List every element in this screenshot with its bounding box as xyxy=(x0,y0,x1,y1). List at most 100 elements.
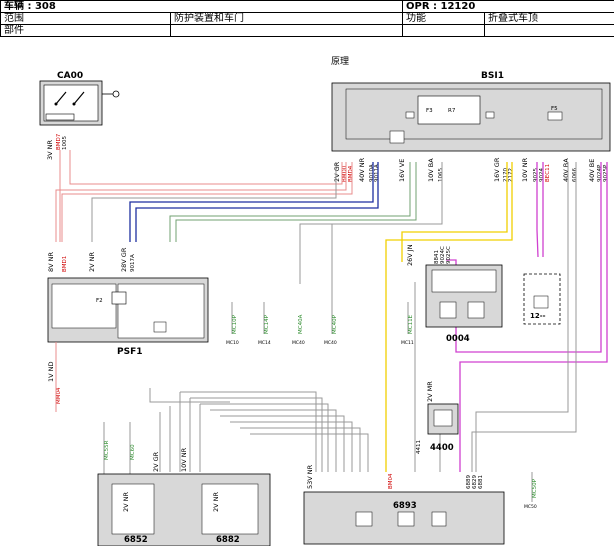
fuse-f3-label: F3 xyxy=(426,108,433,114)
unit-6882-label: 6882 xyxy=(216,535,240,545)
svg-text:MC10: MC10 xyxy=(226,340,239,346)
svg-text:MC60: MC60 xyxy=(130,444,136,460)
wire-9025: 9025 xyxy=(533,168,539,182)
ground-mc40a: MC40A MC40 xyxy=(292,314,305,346)
wire-9010a: 9010A xyxy=(369,164,375,182)
wire-9011a: 9011A xyxy=(374,164,380,182)
svg-text:MC14: MC14 xyxy=(258,340,271,346)
function-label: 功能 xyxy=(402,12,485,25)
wire-6881: 6881 xyxy=(478,475,484,489)
bsi1-box xyxy=(331,82,611,152)
fuse-f5-label: F5 xyxy=(551,106,558,112)
wire-8841: 8841 xyxy=(434,250,440,264)
scope-value: 防护装置和车门 xyxy=(170,12,403,25)
svg-text:MC50: MC50 xyxy=(524,504,537,510)
opr-value: 12120 xyxy=(440,1,476,12)
red-code-bmd7: BMD7 xyxy=(56,133,62,150)
header-table: 车辆 : 308 OPR : 12120 范围 防护装置和车门 功能 折叠式车顶… xyxy=(0,0,614,52)
red-code-bmd1: BMD1 xyxy=(62,256,68,272)
ground-mc40p: MC40P MC40 xyxy=(324,224,338,346)
svg-text:MC55R: MC55R xyxy=(104,440,110,460)
unit-6852-label: 6852 xyxy=(124,535,148,545)
ca00-switch xyxy=(39,80,120,126)
function-value: 折叠式车顶 xyxy=(484,12,614,25)
bsi-16vgr: 16V GR xyxy=(493,157,501,182)
vehicle-label: 车辆 xyxy=(4,1,24,12)
ground-mc11: MC11E MC11 xyxy=(401,302,414,346)
wire-9024: 9024 xyxy=(539,168,545,182)
ground-mc14: MC14P MC14 xyxy=(258,302,271,346)
psf1-box xyxy=(47,277,209,343)
wire-6066: 6066 xyxy=(572,168,578,182)
svg-text:MC40A: MC40A xyxy=(298,314,304,334)
wire-9017a: 9017A xyxy=(130,254,136,272)
psf1-label: PSF1 xyxy=(117,347,143,357)
bsi-40vbe: 40V BE xyxy=(588,159,596,182)
fuse-f2-label: F2 xyxy=(96,298,103,304)
svg-text:MC14P: MC14P xyxy=(264,314,270,334)
ca00-harness: 3V NR xyxy=(46,139,54,160)
red-code-bec11: BEC11 xyxy=(545,164,551,182)
wire-6889: 6889 xyxy=(466,475,472,489)
unit-6893 xyxy=(303,491,505,545)
part-label: 部件 xyxy=(0,24,171,37)
wire-bundle xyxy=(55,150,608,472)
wire-2170: 2170 xyxy=(503,168,509,182)
svg-text:MC11: MC11 xyxy=(401,340,414,346)
u6882-2vnr: 2V NR xyxy=(212,491,220,512)
psf-2vnr: 2V NR xyxy=(88,251,96,272)
unit-12 xyxy=(523,273,561,325)
u4400-2vmr: 2V MR xyxy=(426,381,434,402)
ca00-label: CA00 xyxy=(57,71,83,81)
unit-0004-label: 0004 xyxy=(446,334,470,344)
unit-4400-label: 4400 xyxy=(430,443,454,453)
bsi-10vnr: 10V NR xyxy=(521,157,529,182)
wire-4411: 4411 xyxy=(416,440,422,454)
wire-2172: 2172 xyxy=(508,168,514,182)
u0004-26vjn: 26V JN xyxy=(406,244,414,266)
bottom-left-module xyxy=(97,473,271,546)
bsi1-label: BSI1 xyxy=(481,71,504,81)
unit-6893-label: 6893 xyxy=(393,501,417,511)
unit-4400 xyxy=(427,403,459,435)
bsi-16vve: 16V VE xyxy=(398,159,406,182)
psf-28vgr: 28V GR xyxy=(120,247,128,272)
unit-12-label: 12-- xyxy=(530,312,546,320)
svg-text:MC11E: MC11E xyxy=(408,314,414,334)
psf-1vnd: 1V ND xyxy=(47,361,55,382)
u6852-10vnr: 10V NR xyxy=(180,447,188,472)
bsi-40vba: 40V BA xyxy=(562,158,570,182)
svg-text:MC50P: MC50P xyxy=(532,478,538,498)
svg-text:MC40P: MC40P xyxy=(332,314,338,334)
wire-9025p: 9025P xyxy=(603,164,609,182)
red-code-bmd4: BMD4 xyxy=(348,165,354,182)
bsi-40vnr: 40V NR xyxy=(358,157,366,182)
svg-text:MC10P: MC10P xyxy=(232,314,238,334)
u6893-53vnr: 53V NR xyxy=(306,464,314,489)
u6852-2vnr: 2V NR xyxy=(122,491,130,512)
diagram-title: 原理 xyxy=(331,56,349,67)
ground-mc10: MC10P MC10 xyxy=(226,302,239,346)
wire-9025c: 9025C xyxy=(446,246,452,264)
unit-0004 xyxy=(425,264,503,328)
wiring-diagram: 原理 CA00 3V NR 1005 BMD7 BSI1 R7 F3 F5 2V… xyxy=(39,56,611,546)
wire-6829: 6829 xyxy=(472,475,478,489)
u6852-2vgr: 2V GR xyxy=(152,451,160,472)
relay-r7-label: R7 xyxy=(448,108,456,114)
wire-1065: 1065 xyxy=(438,168,444,182)
wire-9024p: 9024P xyxy=(597,164,603,182)
psf-8vnr: 8V NR xyxy=(47,251,55,272)
svg-text:MC40: MC40 xyxy=(292,340,305,346)
wire-9024c: 9024C xyxy=(440,246,446,264)
vehicle-value: 308 xyxy=(34,1,56,12)
wire-1005: 1005 xyxy=(62,136,68,150)
opr-label: OPR xyxy=(406,1,430,12)
red-code-bmd0: BMD0 xyxy=(342,165,348,182)
scope-label: 范围 xyxy=(0,12,171,25)
red-code-bm04: BM04 xyxy=(388,473,394,489)
bsi-2vgr: 2V GR xyxy=(333,161,341,182)
red-code-mm4: MM04 xyxy=(56,387,62,404)
svg-text:MC40: MC40 xyxy=(324,340,337,346)
bsi-10vba: 10V BA xyxy=(427,158,435,182)
ground-mc50: MC50P MC50 xyxy=(524,472,538,510)
